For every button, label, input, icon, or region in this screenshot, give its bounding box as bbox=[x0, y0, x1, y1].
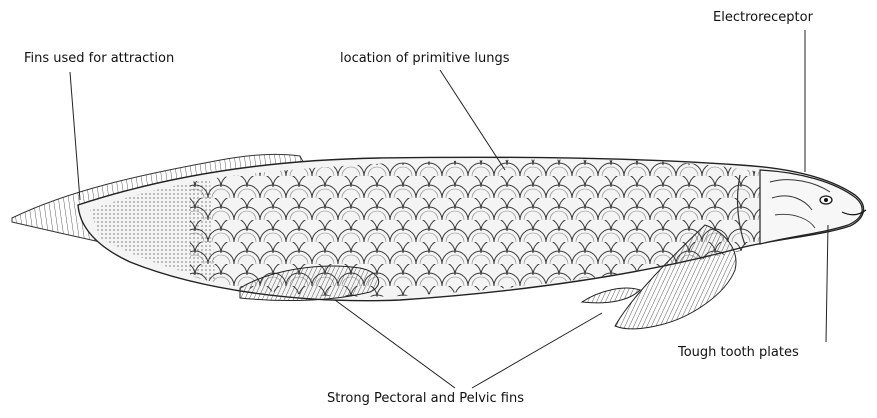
leader-primitive-lungs bbox=[440, 70, 505, 170]
label-fins-attraction: Fins used for attraction bbox=[24, 51, 174, 67]
anal-fin bbox=[582, 288, 640, 303]
label-tooth-plates: Tough tooth plates bbox=[678, 345, 799, 361]
label-pectoral-pelvic: Strong Pectoral and Pelvic fins bbox=[327, 391, 524, 407]
leader-pectoral-fin bbox=[472, 313, 602, 388]
leader-fins-attraction bbox=[70, 72, 80, 200]
label-electroreceptor: Electroreceptor bbox=[713, 10, 813, 26]
leader-pelvic-fin bbox=[335, 300, 455, 388]
leader-tooth-plates bbox=[826, 225, 828, 342]
label-primitive-lungs: location of primitive lungs bbox=[340, 51, 510, 67]
